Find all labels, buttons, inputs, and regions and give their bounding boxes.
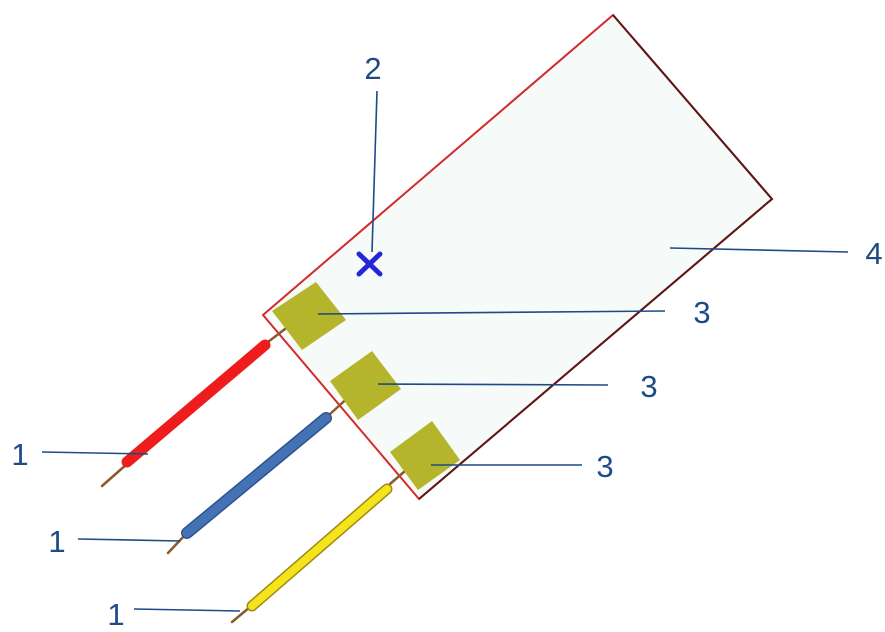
contact-pad-top (272, 282, 346, 350)
callout-pad-bottom: 3 (596, 449, 613, 484)
lead-red-end (100, 462, 129, 488)
leader-pad-top (317, 310, 666, 315)
callout-substrate: 4 (865, 236, 882, 271)
leader-pad-middle (377, 383, 609, 386)
wire-red (121, 339, 271, 468)
wire-yellow (248, 485, 391, 610)
leader-marker (371, 90, 378, 253)
contact-pads (272, 282, 460, 490)
wire-blue (182, 413, 331, 538)
callout-wire-blue: 1 (48, 524, 65, 559)
x-cross-icon (356, 251, 383, 277)
callout-marker: 2 (364, 51, 381, 86)
contact-pad-bottom (390, 421, 460, 490)
substrate (261, 13, 774, 501)
substrate-body (261, 13, 774, 501)
leader-lines (41, 90, 849, 612)
callout-pad-middle: 3 (640, 369, 657, 404)
callout-pad-top: 3 (693, 295, 710, 330)
leader-wire-red (41, 451, 149, 455)
leader-wire-blue (77, 538, 181, 542)
lead-yellow-end (230, 605, 252, 624)
callout-wire-red: 1 (11, 437, 28, 472)
leader-wire-yellow (133, 608, 241, 612)
contact-pad-middle (330, 351, 401, 420)
callout-wire-yellow: 1 (107, 597, 124, 632)
callout-labels: 2 4 3 3 3 1 1 1 (11, 51, 882, 632)
lead-blue-end (166, 533, 187, 555)
wires (121, 339, 393, 612)
leader-substrate (669, 247, 849, 253)
substrate-edge-dark (418, 14, 774, 500)
